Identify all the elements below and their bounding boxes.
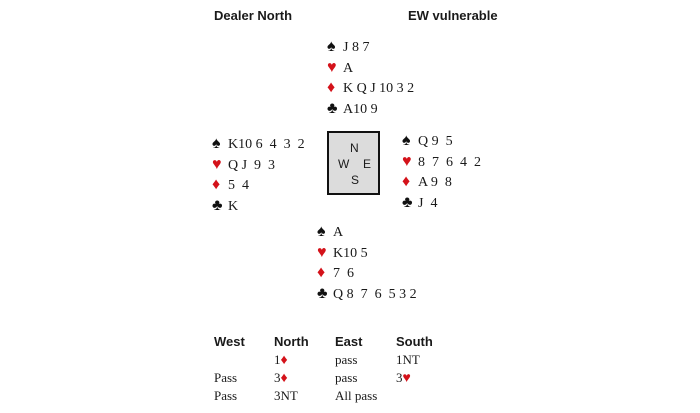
north-clubs-row: ♣ A10 9 <box>327 99 414 120</box>
auction-bid <box>396 387 433 405</box>
auction-col-north: North 1♦ 3♦ 3NT <box>274 333 309 405</box>
east-diamonds: A 9 8 <box>418 175 452 190</box>
west-clubs-row: ♣K <box>212 196 305 217</box>
heart-icon: ♥ <box>402 152 412 170</box>
south-clubs: Q 8 7 6 5 3 2 <box>333 286 417 302</box>
auction-bid: 3♥ <box>396 369 433 387</box>
club-icon: ♣ <box>317 284 328 302</box>
bid-level: 1 <box>274 352 281 367</box>
heart-icon: ♥ <box>402 371 411 386</box>
auction-bid: 1NT <box>396 351 433 369</box>
west-spades: K10 6 4 3 2 <box>228 137 305 152</box>
east-spades-row: ♠ Q 9 5 <box>402 131 481 152</box>
east-spades: Q 9 5 <box>418 134 453 149</box>
auction-bid: Pass <box>214 388 238 403</box>
south-hearts-row: ♥ K10 5 <box>317 243 417 264</box>
east-hearts-row: ♥ 8 7 6 4 2 <box>402 152 481 173</box>
club-icon: ♣ <box>402 193 413 211</box>
auction-bid: 1♦ <box>274 351 309 369</box>
heart-icon: ♥ <box>327 58 337 76</box>
bid-level: 3 <box>274 370 281 385</box>
east-clubs: J 4 <box>418 195 438 211</box>
auction-bid <box>214 351 245 369</box>
north-hearts-row: ♥A <box>327 58 414 79</box>
compass-east: E <box>363 157 372 171</box>
west-diamonds: 5 4 <box>228 178 249 193</box>
west-diamonds-row: ♦ 5 4 <box>212 175 305 196</box>
spade-icon: ♠ <box>212 135 221 152</box>
north-clubs: A10 9 <box>343 101 378 117</box>
auction-header-south: South <box>396 334 433 349</box>
heart-icon: ♥ <box>212 155 222 173</box>
heart-icon: ♥ <box>317 243 327 261</box>
diamond-icon: ♦ <box>327 79 336 96</box>
vulnerability-label: EW vulnerable <box>408 8 498 23</box>
auction-bid: 3♦ <box>274 369 309 387</box>
auction-bid: pass <box>335 370 358 385</box>
spade-icon: ♠ <box>317 223 326 240</box>
south-clubs-row: ♣ Q 8 7 6 5 3 2 <box>317 284 417 305</box>
diamond-icon: ♦ <box>317 264 326 281</box>
west-hand: ♠K10 6 4 3 2 ♥Q J 9 3 ♦5 4 ♣K <box>212 134 305 216</box>
auction-col-east: East pass pass All pass <box>335 333 377 405</box>
west-clubs: K <box>228 198 239 214</box>
club-icon: ♣ <box>212 196 223 214</box>
west-hearts-row: ♥ Q J 9 3 <box>212 155 305 176</box>
bid-level: 1NT <box>396 352 420 367</box>
east-clubs-row: ♣ J 4 <box>402 193 481 214</box>
north-hand: ♠J 8 7 ♥A ♦K Q J 10 3 2 ♣A10 9 <box>327 37 414 119</box>
auction-col-west: West Pass Pass <box>214 333 245 405</box>
auction-header-west: West <box>214 334 245 349</box>
auction-col-south: South 1NT 3♥ <box>396 333 433 405</box>
east-hearts: 8 7 6 4 2 <box>418 154 481 170</box>
west-spades-row: ♠ K10 6 4 3 2 <box>212 134 305 155</box>
south-diamonds-row: ♦ 7 6 <box>317 263 417 284</box>
north-diamonds-row: ♦ K Q J 10 3 2 <box>327 78 414 99</box>
diamond-icon: ♦ <box>212 176 221 193</box>
club-icon: ♣ <box>327 99 338 117</box>
north-spades-row: ♠ J 8 7 <box>327 37 414 58</box>
diamond-icon: ♦ <box>280 371 288 386</box>
compass-box: N W E S <box>327 131 380 195</box>
auction-bid: All pass <box>335 388 378 403</box>
bid-level: 3 <box>396 370 403 385</box>
south-diamonds: 7 6 <box>333 266 354 281</box>
north-spades: J 8 7 <box>343 40 370 55</box>
south-hearts: K10 5 <box>333 245 368 261</box>
auction-bid: Pass <box>214 370 238 385</box>
diamond-icon: ♦ <box>402 173 411 190</box>
auction-bid: pass <box>335 352 358 367</box>
north-diamonds: K Q J 10 3 2 <box>343 81 415 96</box>
compass-west: W <box>338 157 350 171</box>
south-hand: ♠A ♥K10 5 ♦7 6 ♣Q 8 7 6 5 3 2 <box>317 222 417 304</box>
east-diamonds-row: ♦ A 9 8 <box>402 172 481 193</box>
dealer-label: Dealer North <box>214 8 293 23</box>
spade-icon: ♠ <box>402 132 411 149</box>
west-hearts: Q J 9 3 <box>228 157 276 173</box>
spade-icon: ♠ <box>327 38 336 55</box>
compass-north: N <box>350 141 359 155</box>
east-hand: ♠ Q 9 5 ♥ 8 7 6 4 2 ♦ A 9 8 ♣ J 4 <box>402 131 481 213</box>
bid-level: 3NT <box>274 388 298 403</box>
north-hearts: A <box>343 60 354 76</box>
south-spades-row: ♠A <box>317 222 417 243</box>
auction-header-north: North <box>274 334 309 349</box>
south-spades: A <box>333 225 344 240</box>
compass-south: S <box>351 173 360 187</box>
auction-bid: 3NT <box>274 387 309 405</box>
auction-header-east: East <box>335 334 363 349</box>
diamond-icon: ♦ <box>280 353 288 368</box>
